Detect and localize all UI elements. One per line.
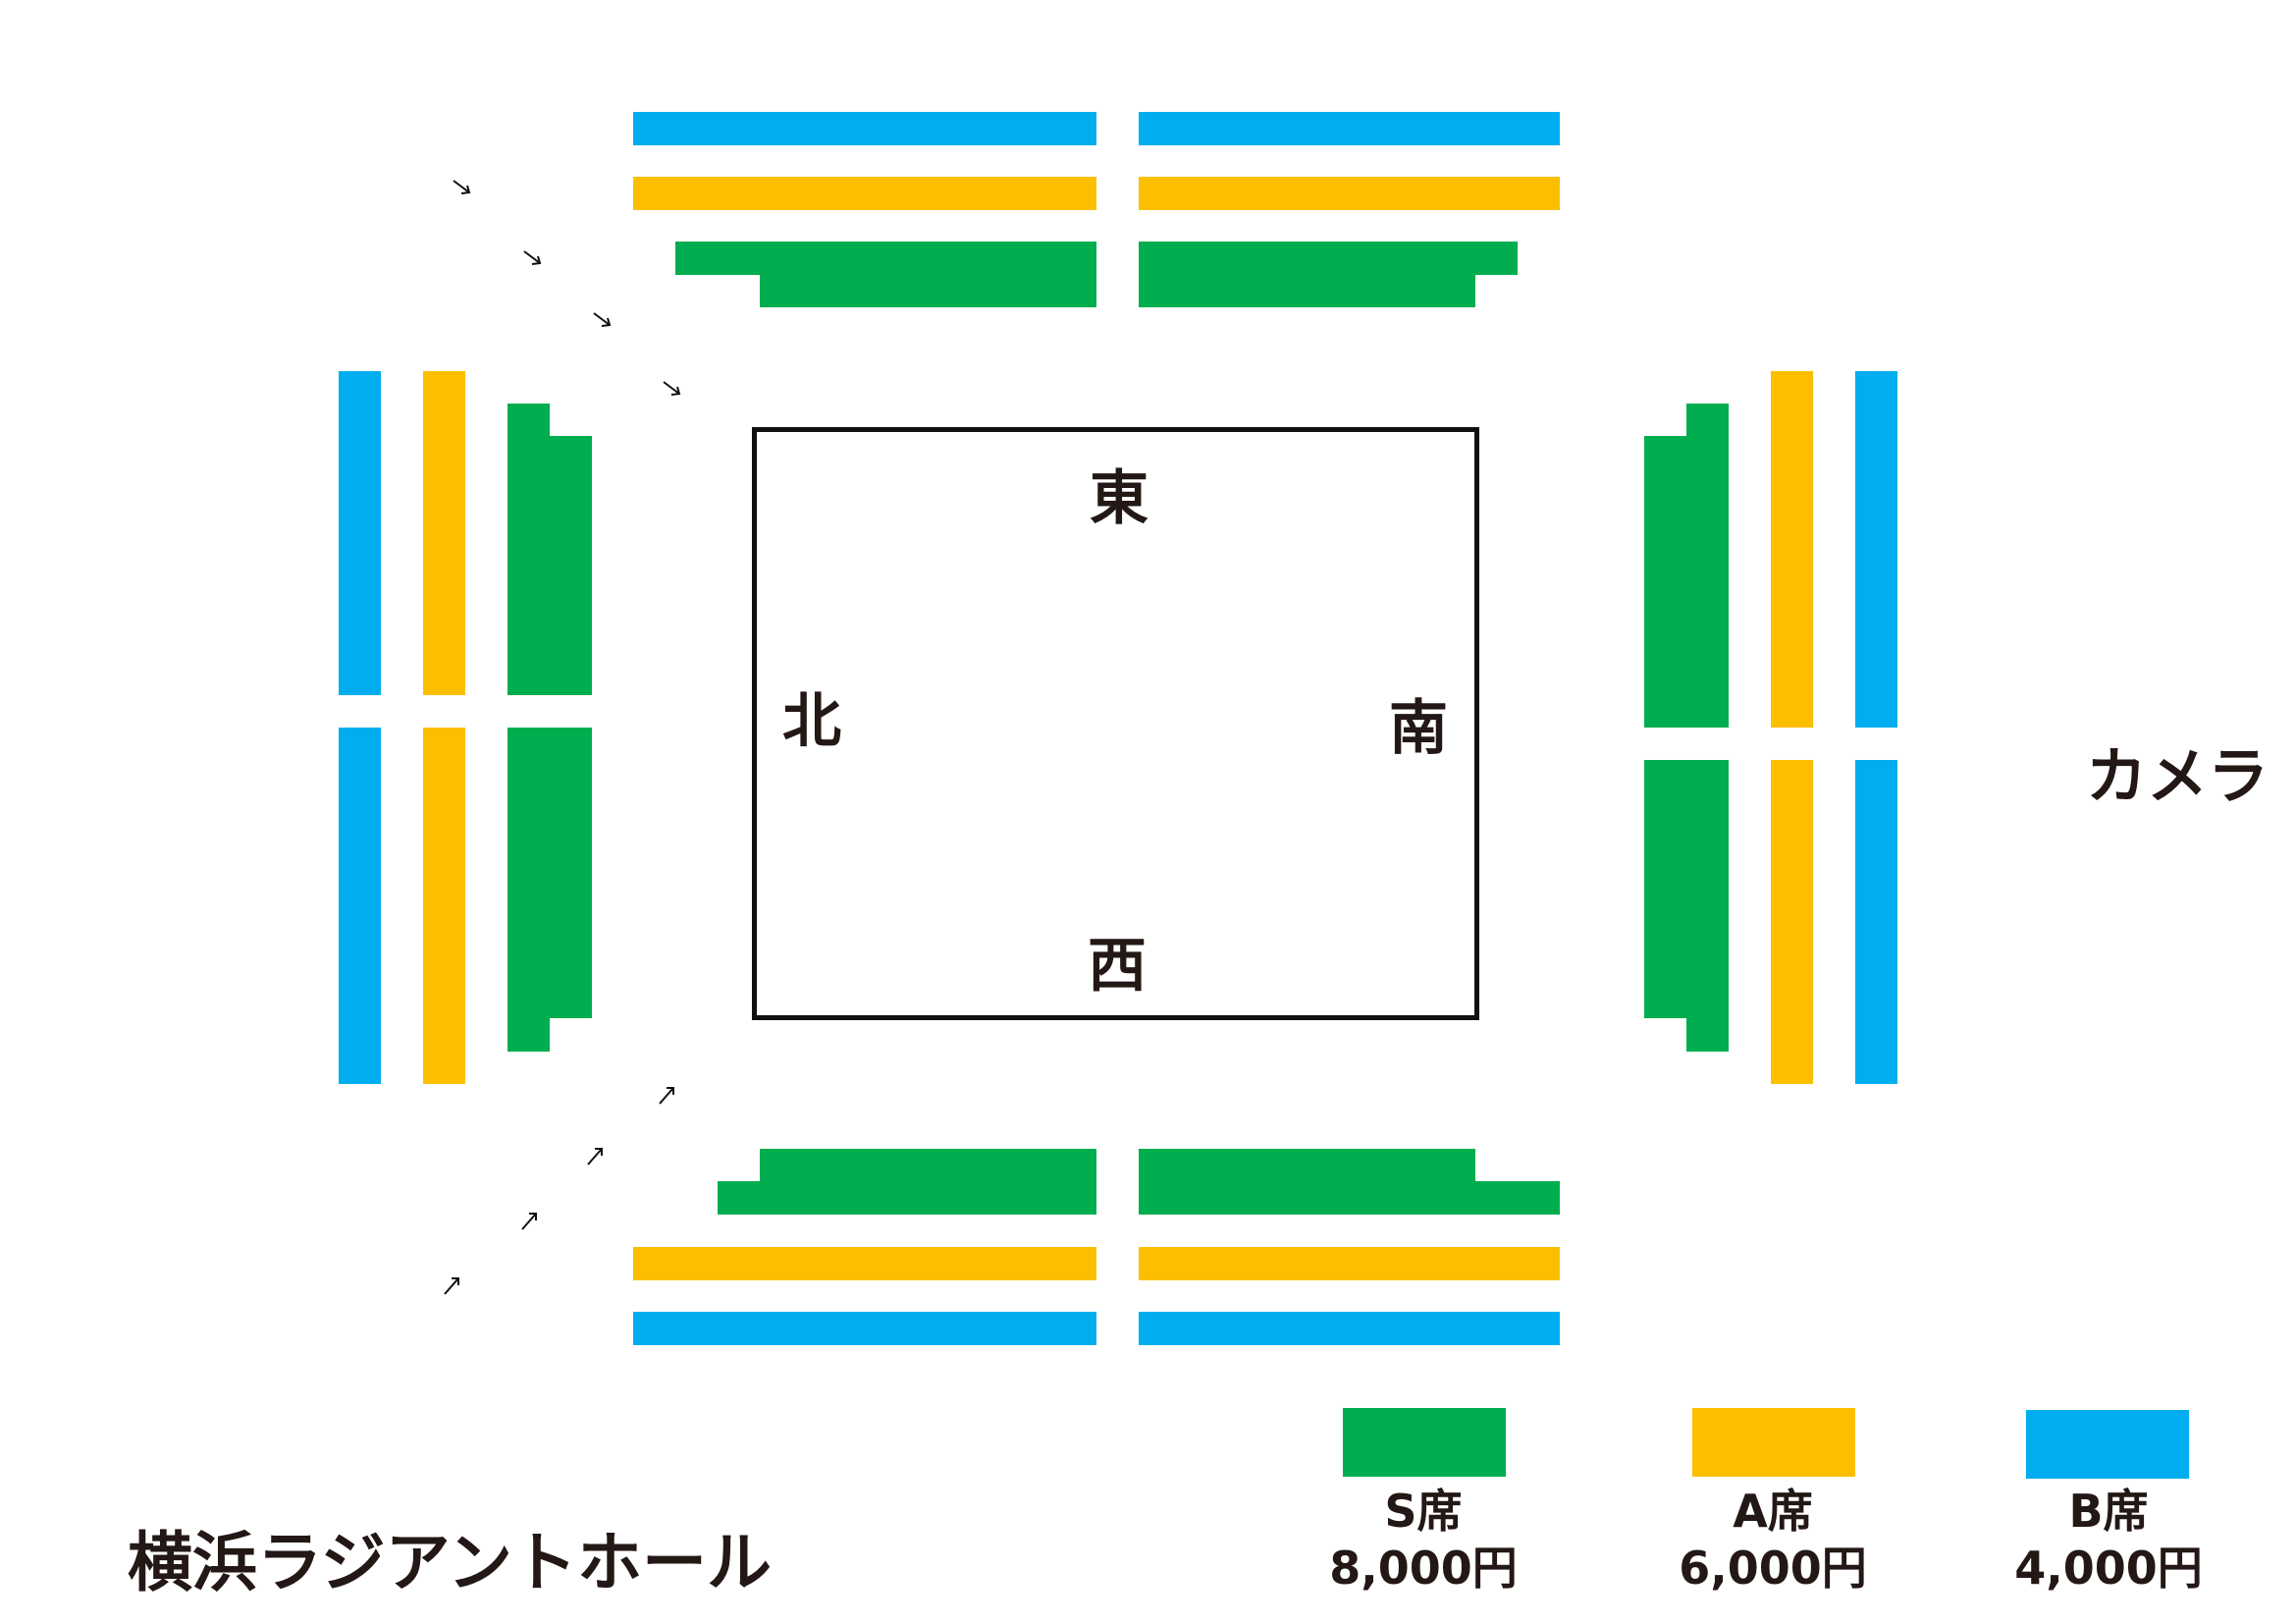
entrance-arrows-bottom <box>444 1087 674 1295</box>
bottom-right-a-block <box>1139 1247 1560 1280</box>
direction-north-label: 北 <box>782 687 841 756</box>
direction-west-label: 西 <box>1088 932 1147 1001</box>
legend-a-swatch <box>1692 1408 1855 1477</box>
legend-b: B席 4,000円 <box>1981 1483 2236 1597</box>
left-lower-a-block <box>423 728 465 1084</box>
bottom-left-s-block <box>718 1149 1096 1215</box>
left-upper-b-block <box>339 371 381 695</box>
legend-s-name: S席 <box>1384 1485 1463 1538</box>
legend-s: S席 8,000円 <box>1296 1483 1551 1597</box>
right-lower-a-block <box>1771 760 1813 1084</box>
ring <box>752 427 1479 1020</box>
top-right-s-block <box>1139 242 1518 307</box>
legend-s-price: 8,000円 <box>1329 1542 1518 1595</box>
left-upper-s-block <box>507 404 592 695</box>
top-left-s-block <box>675 242 1096 307</box>
right-upper-a-block <box>1771 371 1813 728</box>
venue-name: 横浜ラジアントホール <box>128 1525 773 1600</box>
legend-b-swatch <box>2026 1410 2189 1479</box>
left-lower-s-block <box>507 728 592 1052</box>
legend-s-swatch <box>1343 1408 1506 1477</box>
top-left-b-block <box>633 112 1096 145</box>
entrance-arrows-top <box>453 180 681 396</box>
legend-a-price: 6,000円 <box>1679 1542 1867 1595</box>
top-right-a-block <box>1139 177 1560 210</box>
bottom-right-s-block <box>1139 1149 1560 1215</box>
legend-b-price: 4,000円 <box>2014 1542 2203 1595</box>
right-upper-s-block <box>1644 404 1729 728</box>
direction-east-label: 東 <box>1090 464 1148 533</box>
top-left-a-block <box>633 177 1096 210</box>
legend-b-name: B席 <box>2068 1485 2149 1538</box>
left-lower-b-block <box>339 728 381 1084</box>
right-lower-b-block <box>1855 760 1897 1084</box>
bottom-right-b-block <box>1139 1312 1560 1345</box>
bottom-left-b-block <box>633 1312 1096 1345</box>
direction-south-label: 南 <box>1389 694 1448 763</box>
camera-label: カメラ <box>2086 740 2269 812</box>
left-upper-a-block <box>423 371 465 695</box>
right-upper-b-block <box>1855 371 1897 728</box>
legend-a-name: A席 <box>1733 1485 1813 1538</box>
bottom-left-a-block <box>633 1247 1096 1280</box>
right-lower-s-block <box>1644 760 1729 1052</box>
top-right-b-block <box>1139 112 1560 145</box>
legend-a: A席 6,000円 <box>1645 1483 1900 1597</box>
